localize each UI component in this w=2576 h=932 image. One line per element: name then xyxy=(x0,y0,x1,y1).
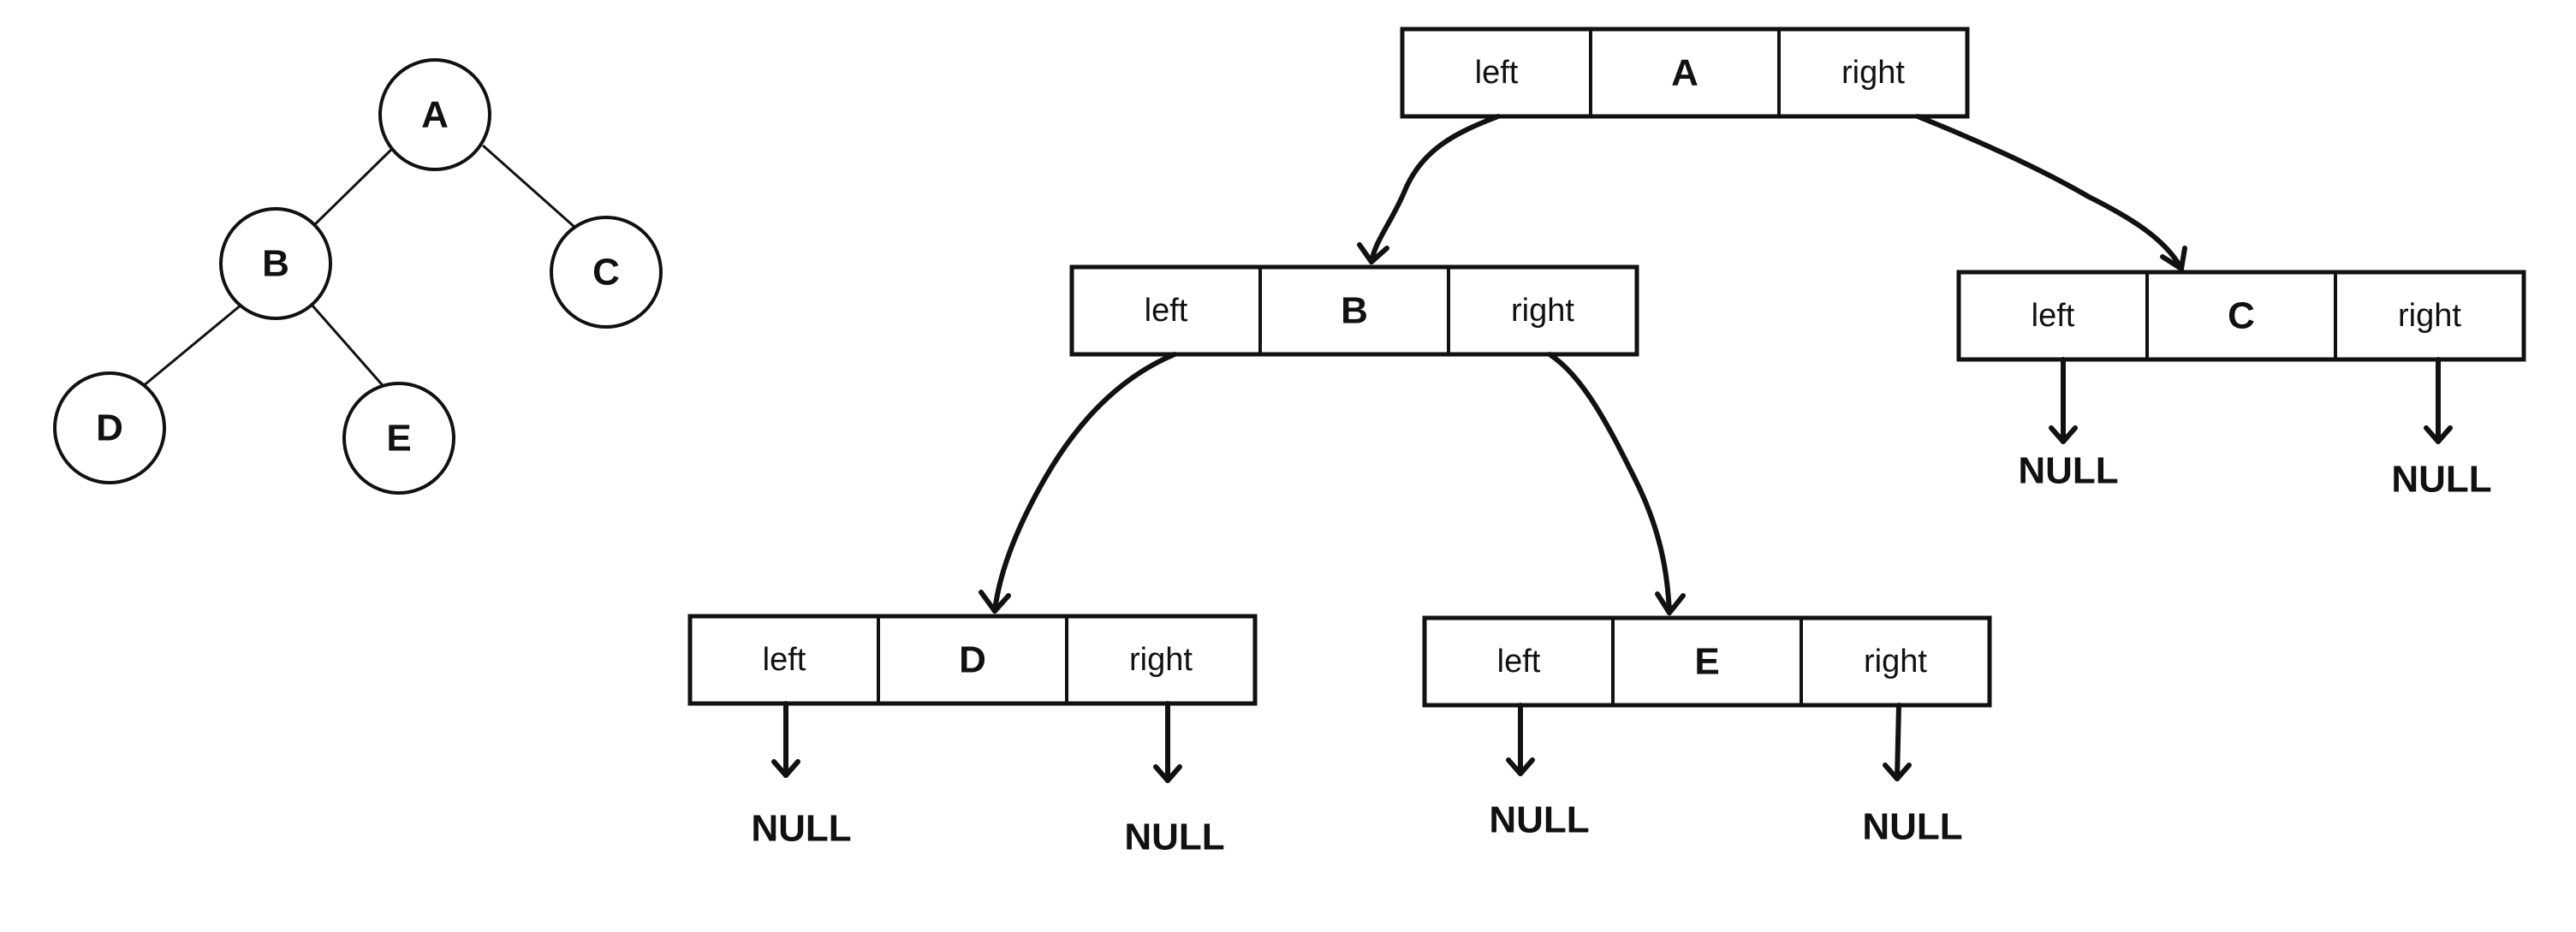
linked-node-b-left-label: left xyxy=(1145,293,1188,329)
tree-node-a: A xyxy=(378,58,491,171)
pointer-a-right-to-c xyxy=(1915,114,2187,271)
linked-node-a: left A right xyxy=(1400,27,1970,119)
linked-node-c-left-label: left xyxy=(2032,298,2075,334)
linked-node-c-right-label: right xyxy=(2398,298,2461,334)
linked-tree: left A right left B right left C right xyxy=(687,27,2526,858)
linked-node-a-left-label: left xyxy=(1475,55,1519,91)
tree-edge-a-c xyxy=(482,144,576,229)
tree-edge-b-e xyxy=(310,304,389,391)
linked-node-c: left C right xyxy=(1956,270,2526,362)
linked-node-a-value: A xyxy=(1671,52,1698,94)
pointer-d-left-null: NULL xyxy=(751,701,852,850)
linked-node-d-left-label: left xyxy=(763,642,806,678)
linked-node-d-value: D xyxy=(959,639,986,681)
linked-node-b-value: B xyxy=(1341,290,1368,332)
tree-node-c-label: C xyxy=(592,252,620,294)
tree-node-c: C xyxy=(550,216,663,329)
tree-edge-a-b xyxy=(312,144,397,228)
null-label-e-left: NULL xyxy=(1489,799,1589,841)
linked-node-c-value: C xyxy=(2228,295,2255,337)
tree-node-b: B xyxy=(219,207,332,320)
null-label-c-right: NULL xyxy=(2391,459,2491,501)
tree-node-d: D xyxy=(53,371,166,484)
tree-node-a-label: A xyxy=(421,94,449,136)
pointer-a-left-to-b xyxy=(1357,114,1501,264)
linked-node-b-right-label: right xyxy=(1511,293,1574,329)
pointer-e-right-null: NULL xyxy=(1862,703,1963,848)
tree-edge-b-d xyxy=(141,303,242,389)
null-label-d-left: NULL xyxy=(751,808,851,850)
simple-tree: A B C D E xyxy=(53,58,663,495)
linked-node-b: left B right xyxy=(1069,264,1639,357)
pointer-c-left-null: NULL xyxy=(2018,357,2119,492)
tree-node-e: E xyxy=(342,382,455,495)
linked-node-d: left D right xyxy=(687,614,1258,706)
null-label-d-right: NULL xyxy=(1124,816,1224,858)
pointer-e-left-null: NULL xyxy=(1489,703,1590,841)
linked-node-d-right-label: right xyxy=(1129,642,1193,678)
null-label-c-left: NULL xyxy=(2018,450,2118,492)
linked-node-e-right-label: right xyxy=(1864,644,1927,680)
tree-node-e-label: E xyxy=(386,418,411,460)
linked-node-e: left E right xyxy=(1422,615,1992,708)
linked-node-a-right-label: right xyxy=(1841,55,1905,91)
pointer-b-left-to-d xyxy=(979,352,1177,614)
linked-node-e-left-label: left xyxy=(1497,644,1541,680)
tree-node-b-label: B xyxy=(262,243,289,285)
pointer-d-right-null: NULL xyxy=(1124,701,1225,858)
tree-node-d-label: D xyxy=(96,407,123,449)
null-label-e-right: NULL xyxy=(1862,806,1962,848)
pointer-c-right-null: NULL xyxy=(2391,357,2492,501)
pointer-b-right-to-e xyxy=(1547,352,1686,615)
linked-node-e-value: E xyxy=(1694,641,1719,683)
